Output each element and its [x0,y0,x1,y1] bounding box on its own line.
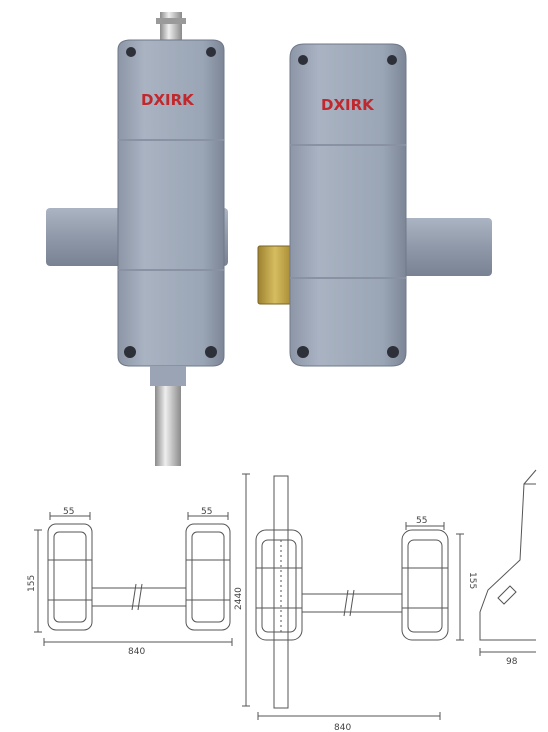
brand-logo-right: DXIRK [321,96,375,114]
screw-icon [387,346,399,358]
left-lock-body [117,39,225,367]
screw-icon [124,346,136,358]
dim-rod-top-width: 55 [416,516,427,526]
brand-logo-left: DXIRK [141,91,195,109]
right-lock-photo: DXIRK [257,43,492,367]
dim-front-height: 155 [27,575,37,592]
side-view-drawing [479,469,537,656]
screw-icon [387,55,397,65]
screw-icon [298,55,308,65]
dim-rod-side-height: 155 [467,572,477,589]
front-view-drawing [34,512,233,646]
screw-icon [205,346,217,358]
dim-side-depth: 98 [506,657,518,667]
dim-front-left-width: 55 [63,507,74,517]
right-lock-body [289,43,407,367]
dim-rod-total-width: 840 [334,723,351,732]
dim-front-total-width: 840 [128,647,145,657]
screw-icon [126,47,136,57]
screw-icon [206,47,216,57]
rod-view-drawing [242,473,464,720]
dim-front-right-width: 55 [201,507,212,517]
left-lock-photo: DXIRK [46,12,228,466]
screw-icon [297,346,309,358]
dim-rod-total-height: 2440 [234,587,244,610]
brass-keeper [257,245,293,305]
